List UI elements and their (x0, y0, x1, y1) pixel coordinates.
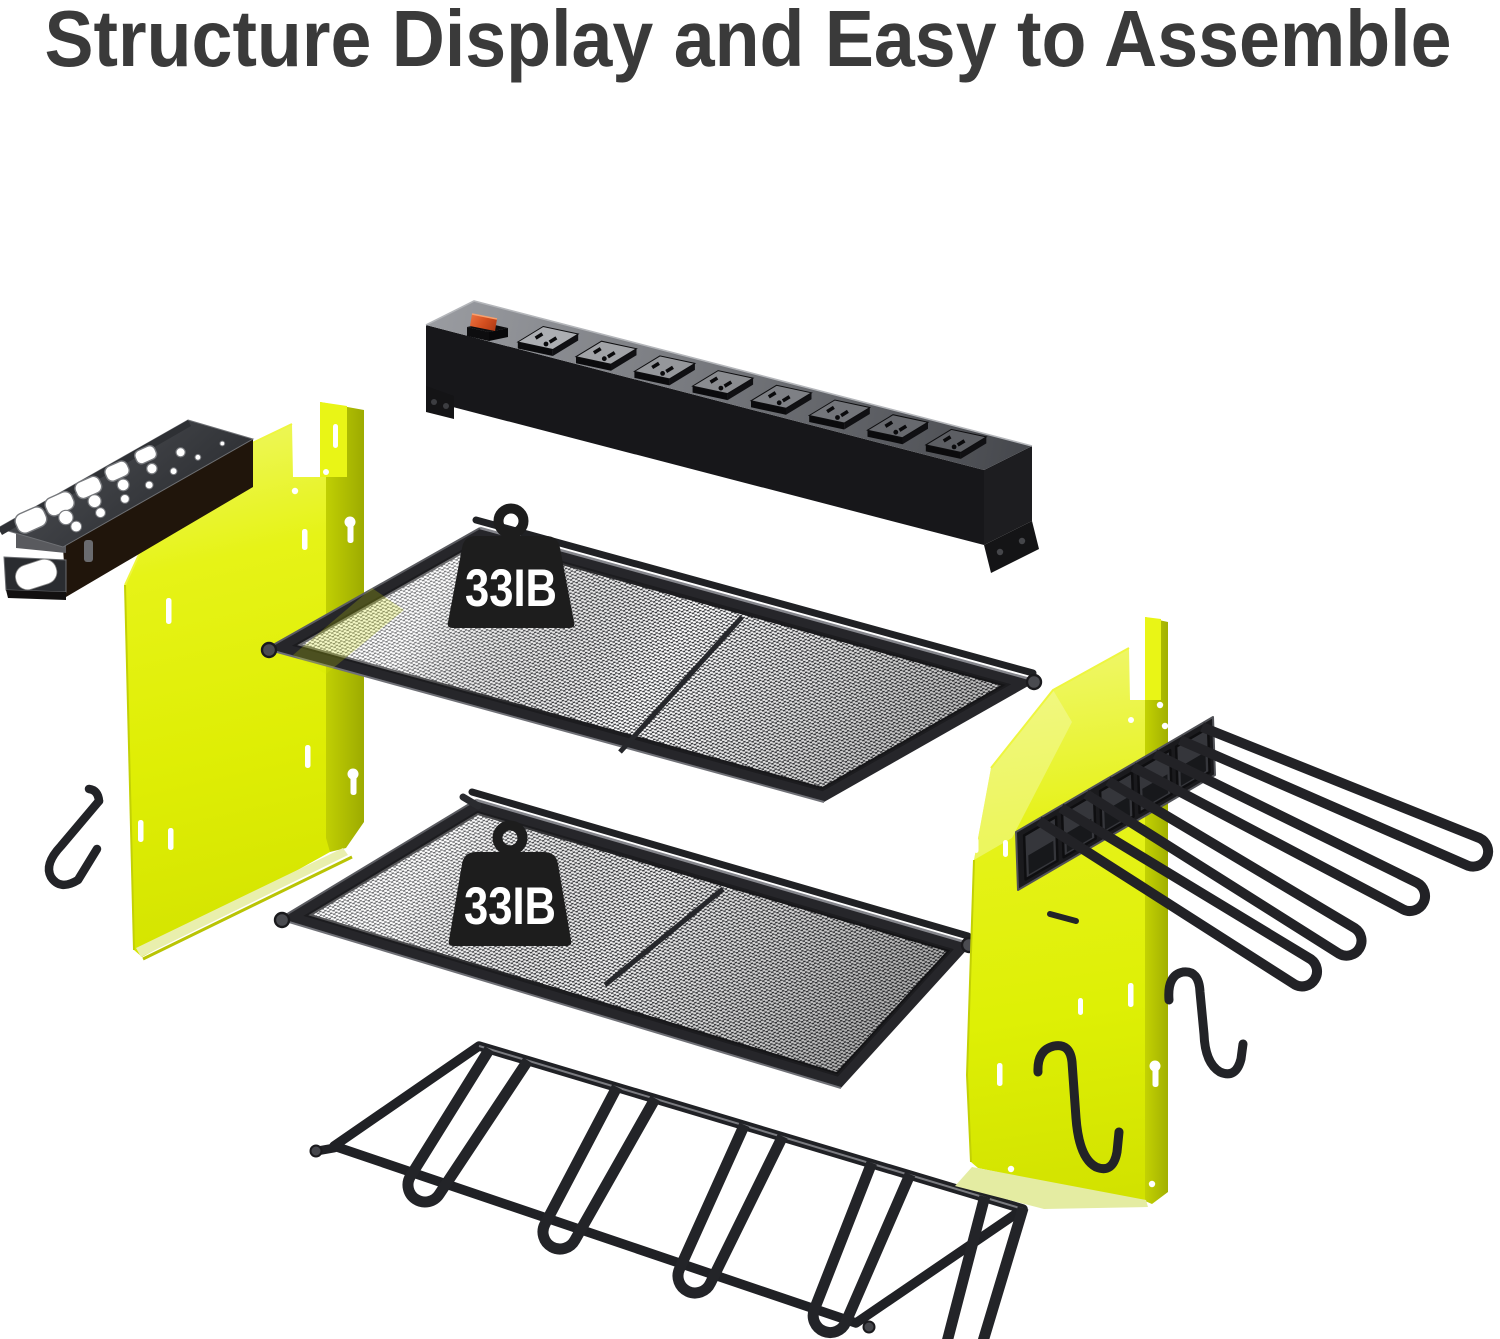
svg-text:33IB: 33IB (465, 559, 557, 618)
svg-text:33IB: 33IB (464, 877, 556, 936)
svg-text:Structure Display and Easy to: Structure Display and Easy to Assemble (45, 0, 1452, 83)
